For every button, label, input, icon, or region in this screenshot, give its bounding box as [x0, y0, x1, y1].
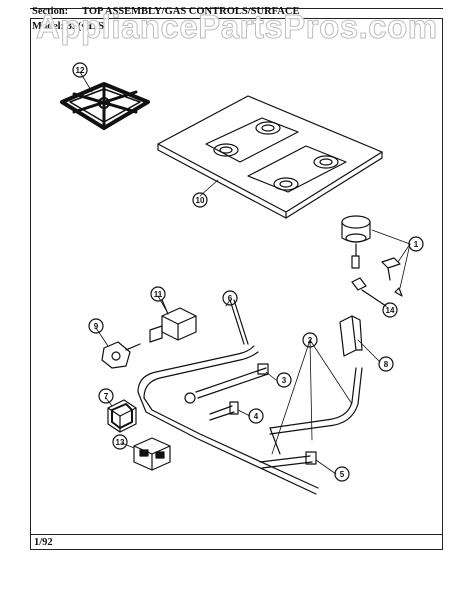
diagram-frame — [30, 18, 443, 550]
burner-tube-front — [209, 401, 239, 421]
callout-circles — [72, 62, 424, 482]
footer-rule — [30, 534, 443, 535]
callout-14: 14 — [386, 306, 395, 315]
pressure-regulator — [101, 341, 141, 369]
callout-13: 13 — [116, 438, 125, 447]
callout-4: 4 — [254, 412, 259, 421]
section-title: TOP ASSEMBLY/GAS CONTROLS/SURFACE — [82, 6, 300, 17]
orifice-bracket — [339, 315, 363, 357]
callout-labels: 12 10 1 11 6 9 2 14 8 3 7 4 13 5 — [76, 66, 419, 479]
supply-tube — [259, 367, 363, 469]
callout-2: 2 — [308, 336, 313, 345]
callout-8: 8 — [384, 360, 389, 369]
section-label: Section: — [32, 6, 69, 17]
revision-date: 1/92 — [34, 537, 53, 548]
callout-5: 5 — [340, 470, 345, 479]
callout-1: 1 — [414, 240, 419, 249]
callout-11: 11 — [154, 290, 163, 299]
callout-12: 12 — [76, 66, 85, 75]
watermark: AppliancePartsPros.com — [36, 8, 438, 46]
burner-head — [341, 215, 403, 297]
model-line: Model: 3S(•)L.S — [32, 21, 104, 32]
gas-manifold — [137, 299, 319, 495]
burner-grate — [60, 82, 150, 130]
ignition-switch — [107, 399, 137, 433]
callout-9: 9 — [94, 322, 99, 331]
valve-bracket — [351, 277, 387, 307]
callout-7: 7 — [104, 392, 109, 401]
cooktop — [157, 95, 383, 219]
burner-tube-rear — [184, 363, 269, 404]
header-rule — [30, 8, 443, 9]
leader-lines — [79, 71, 411, 475]
callout-10: 10 — [196, 196, 205, 205]
gas-valve — [149, 299, 197, 343]
callout-3: 3 — [282, 376, 287, 385]
spark-module — [133, 437, 171, 471]
callout-6: 6 — [228, 294, 233, 303]
